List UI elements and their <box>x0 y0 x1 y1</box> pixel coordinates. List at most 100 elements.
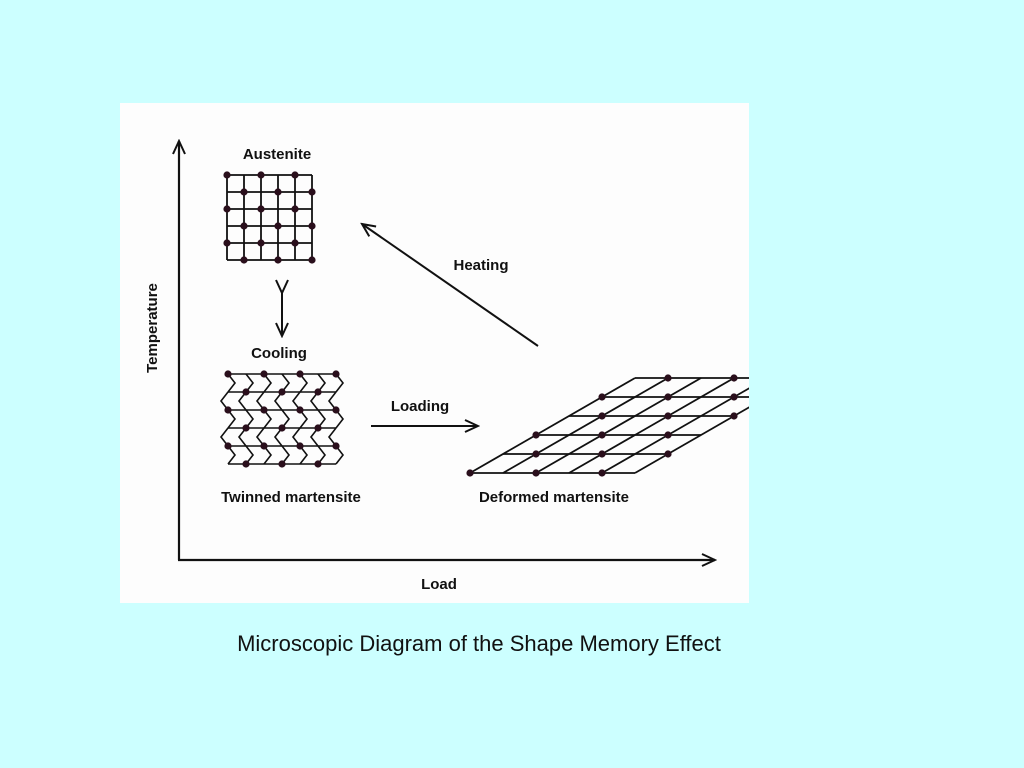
lattice-atom <box>257 239 265 247</box>
lattice-atom <box>664 431 672 439</box>
lattice-atom <box>308 256 316 264</box>
lattice-atom <box>598 393 606 401</box>
lattice-atom <box>532 431 540 439</box>
lattice-bond <box>227 445 237 465</box>
lattice-bond <box>227 373 237 393</box>
lattice-atom <box>598 412 606 420</box>
lattice-bond <box>237 427 247 447</box>
lattice-atom <box>223 239 231 247</box>
lattice-bond <box>281 445 291 465</box>
lattice-bond <box>502 377 669 474</box>
lattice-atom <box>466 469 474 477</box>
lattice-atom <box>260 370 268 378</box>
lattice-atom <box>240 188 248 196</box>
lattice-atom <box>291 239 299 247</box>
lattice-bond <box>219 427 229 447</box>
lattice-bond <box>299 373 309 393</box>
lattice-bond <box>281 373 291 393</box>
shape-memory-diagram: Temperature Load Austenite Cooling Twinn… <box>144 103 749 593</box>
loading-label: Loading <box>391 398 449 415</box>
lattice-atom <box>730 374 738 382</box>
lattice-bond <box>245 445 255 465</box>
lattice-bond <box>237 391 247 411</box>
lattice-atom <box>314 388 322 396</box>
lattice-bond <box>291 427 301 447</box>
lattice-bond <box>273 427 283 447</box>
lattice-atom <box>274 188 282 196</box>
lattice-atom <box>260 406 268 414</box>
lattice-bond <box>601 387 749 474</box>
lattice-atom <box>278 460 286 468</box>
figure-caption: Microscopic Diagram of the Shape Memory … <box>237 631 721 656</box>
lattice-atom <box>598 469 606 477</box>
lattice-bond <box>219 391 229 411</box>
lattice-atom <box>314 424 322 432</box>
lattice-atom <box>332 370 340 378</box>
austenite-label: Austenite <box>243 146 311 163</box>
lattice-bond <box>309 427 319 447</box>
lattice-atom <box>296 442 304 450</box>
lattice-atom <box>224 442 232 450</box>
deformed-martensite-label: Deformed martensite <box>479 489 629 506</box>
lattice-bond <box>327 427 337 447</box>
lattice-bond <box>309 391 319 411</box>
y-axis-label: Temperature <box>144 283 161 373</box>
lattice-atom <box>598 450 606 458</box>
lattice-atom <box>291 171 299 179</box>
cooling-label: Cooling <box>251 345 307 362</box>
austenite-lattice <box>223 171 316 264</box>
x-axis-label: Load <box>421 576 457 593</box>
deformed-martensite-lattice <box>466 374 749 477</box>
lattice-atom <box>314 460 322 468</box>
lattice-atom <box>274 222 282 230</box>
lattice-bond <box>634 406 749 474</box>
lattice-atom <box>224 370 232 378</box>
lattice-atom <box>730 393 738 401</box>
lattice-bond <box>263 373 273 393</box>
lattice-bond <box>535 377 702 474</box>
lattice-bond <box>335 409 345 429</box>
lattice-bond <box>299 445 309 465</box>
lattice-bond <box>245 409 255 429</box>
lattice-atom <box>242 388 250 396</box>
lattice-atom <box>278 424 286 432</box>
lattice-bond <box>255 391 265 411</box>
lattice-atom <box>242 460 250 468</box>
lattice-atom <box>224 406 232 414</box>
lattice-bond <box>317 409 327 429</box>
lattice-atom <box>242 424 250 432</box>
lattice-bond <box>227 409 237 429</box>
lattice-atom <box>240 256 248 264</box>
heating-arrow <box>362 224 539 347</box>
lattice-atom <box>332 406 340 414</box>
lattice-atom <box>278 388 286 396</box>
lattice-atom <box>291 205 299 213</box>
lattice-atom <box>664 393 672 401</box>
lattice-atom <box>240 222 248 230</box>
lattice-bond <box>299 409 309 429</box>
lattice-bond <box>263 445 273 465</box>
twinned-martensite-lattice <box>219 370 345 468</box>
lattice-bond <box>327 391 337 411</box>
lattice-bond <box>281 409 291 429</box>
lattice-atom <box>532 450 540 458</box>
lattice-atom <box>260 442 268 450</box>
lattice-bond <box>317 445 327 465</box>
lattice-bond <box>263 409 273 429</box>
lattice-bond <box>255 427 265 447</box>
lattice-bond <box>469 377 636 474</box>
lattice-bond <box>273 391 283 411</box>
lattice-atom <box>598 431 606 439</box>
lattice-atom <box>274 256 282 264</box>
lattice-atom <box>730 412 738 420</box>
lattice-atom <box>664 450 672 458</box>
lattice-atom <box>223 171 231 179</box>
lattice-atom <box>296 370 304 378</box>
lattice-atom <box>664 374 672 382</box>
diagram-panel: Temperature Load Austenite Cooling Twinn… <box>120 103 749 603</box>
lattice-bond <box>317 373 327 393</box>
lattice-atom <box>332 442 340 450</box>
lattice-bond <box>335 445 345 465</box>
lattice-atom <box>257 205 265 213</box>
